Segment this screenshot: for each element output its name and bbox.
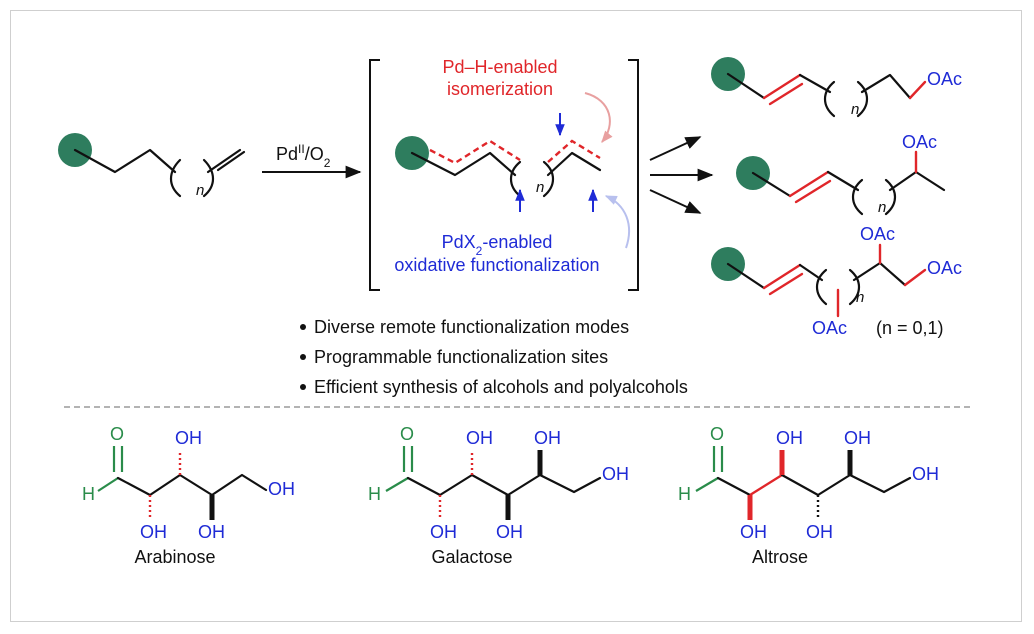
altrose-oh-5: OH — [912, 464, 939, 484]
bullet-dot — [300, 354, 306, 360]
n-label: n — [196, 182, 204, 199]
bullet-dot — [300, 384, 306, 390]
arabinose-oh-4: OH — [268, 479, 295, 499]
mechanism-bracket — [369, 59, 639, 291]
pdx-label-line1: PdX2-enabled — [442, 232, 553, 258]
arabinose-name: Arabinose — [134, 547, 215, 567]
bullet-list: Diverse remote functionalization modes P… — [300, 317, 688, 397]
sugar-arabinose: O H OH OH OH OH Arabinose — [82, 424, 295, 567]
arabinose-aldehyde-o: O — [110, 424, 124, 444]
pdh-label-line1: Pd–H-enabled — [442, 57, 557, 77]
altrose-aldehyde-h: H — [678, 484, 691, 504]
altrose-aldehyde-o: O — [710, 424, 724, 444]
altrose-oh-4: OH — [806, 522, 833, 542]
bullet-item-2: Programmable functionalization sites — [314, 347, 608, 367]
arabinose-oh-3: OH — [198, 522, 225, 542]
galactose-oh-5: OH — [602, 464, 629, 484]
arabinose-oh-2: OH — [140, 522, 167, 542]
galactose-name: Galactose — [431, 547, 512, 567]
product2-oac: OAc — [902, 132, 937, 152]
reaction-arrow: PdII/O2 — [262, 142, 362, 179]
galactose-aldehyde-h: H — [368, 484, 381, 504]
galactose-oh-2: OH — [534, 428, 561, 448]
bullet-item-1: Diverse remote functionalization modes — [314, 317, 629, 337]
pdh-label-line2: isomerization — [447, 79, 553, 99]
product-polyoac: n OAc OAc OAc (n = 0,1) — [711, 224, 962, 338]
altrose-name: Altrose — [752, 547, 808, 567]
galactose-aldehyde-o: O — [400, 424, 414, 444]
figure-frame — [10, 10, 1022, 622]
galactose-oh-4: OH — [496, 522, 523, 542]
product3-oac-bottom: OAc — [812, 318, 847, 338]
reagent-label: PdII/O2 — [276, 142, 331, 170]
pdx-label-line2: oxidative functionalization — [394, 255, 599, 275]
altrose-oh-2: OH — [844, 428, 871, 448]
arabinose-oh-1: OH — [175, 428, 202, 448]
intermediate-chain: n — [395, 136, 602, 198]
intermediate-n-label: n — [536, 179, 544, 196]
altrose-oh-3: OH — [740, 522, 767, 542]
bullet-item-3: Efficient synthesis of alcohols and poly… — [314, 377, 688, 397]
sugar-altrose: O H OH OH OH OH OH Altrose — [678, 424, 939, 567]
product1-oac: OAc — [927, 69, 962, 89]
pdh-arrows — [515, 92, 631, 249]
product-arrows — [649, 136, 714, 214]
galactose-oh-1: OH — [466, 428, 493, 448]
product3-n-label: n — [856, 289, 864, 306]
product3-oac-right: OAc — [927, 258, 962, 278]
arabinose-aldehyde-h: H — [82, 484, 95, 504]
n-values-label: (n = 0,1) — [876, 318, 944, 338]
galactose-oh-3: OH — [430, 522, 457, 542]
starting-alkene: n — [58, 133, 246, 199]
product3-oac-top: OAc — [860, 224, 895, 244]
altrose-oh-1: OH — [776, 428, 803, 448]
sugar-galactose: O H OH OH OH OH OH Galactose — [368, 424, 629, 567]
product2-n-label: n — [878, 199, 886, 216]
bullet-dot — [300, 324, 306, 330]
product-terminal-oac: n OAc — [711, 57, 962, 118]
product-internal-oac: n OAc — [736, 132, 946, 216]
product1-n-label: n — [851, 101, 859, 118]
